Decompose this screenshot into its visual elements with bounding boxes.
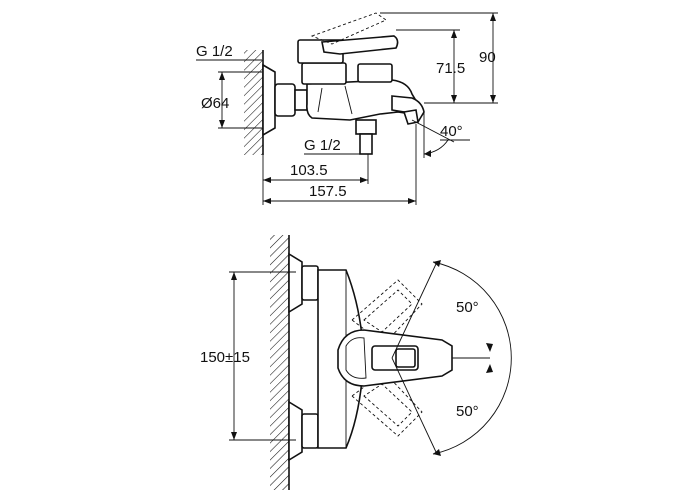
- dim-71-arrow-bottom: [451, 95, 457, 103]
- lever-raised-dashed: [310, 12, 387, 45]
- arc-arrow-bottom: [433, 449, 441, 456]
- thread-bottom-label: G 1/2: [304, 137, 341, 154]
- dim-71-arrow-top: [451, 30, 457, 38]
- bottom-outlet-tip: [359, 133, 373, 155]
- connector: [294, 89, 308, 111]
- rotation-arc: [432, 261, 512, 455]
- lever: [321, 35, 399, 55]
- dim-103-arrow-right: [360, 177, 368, 183]
- dim-103-arrow-left: [263, 177, 271, 183]
- spout-angle-line: [411, 119, 455, 143]
- height-total-label: 90: [479, 49, 496, 66]
- bottom-flange: [288, 400, 303, 462]
- lever-stop: [357, 63, 393, 83]
- front-view: 50° 50° 150±15: [200, 235, 512, 490]
- dim-90-arrow-top: [490, 13, 496, 21]
- thread-top-label: G 1/2: [196, 43, 233, 60]
- angle-up-label: 50°: [456, 299, 479, 316]
- center-arrow-bottom: [231, 432, 237, 440]
- height-lever-label: 71.5: [436, 60, 465, 77]
- lever-up-dashed: [351, 279, 423, 345]
- dim-90-arrow-bottom: [490, 95, 496, 103]
- cartridge-cap: [301, 62, 347, 85]
- top-flange: [288, 252, 303, 314]
- mixer-body: [306, 79, 419, 121]
- dim-157-arrow-left: [263, 198, 271, 204]
- bottom-outlet: [355, 119, 377, 135]
- center-distance-label: 150±15: [200, 349, 250, 366]
- wall-hatch-front: [270, 235, 289, 490]
- depth-short-label: 103.5: [290, 162, 328, 179]
- wall-hatch-side: [244, 50, 263, 155]
- angle-ray-up: [391, 263, 437, 359]
- angle-down-label: 50°: [456, 403, 479, 420]
- bottom-nut: [301, 413, 319, 449]
- diameter-arrow-top: [219, 72, 225, 80]
- top-nut: [301, 265, 319, 301]
- handle-button-inner: [395, 348, 416, 368]
- side-view: G 1/2 Ø64 G 1/2 71.5 90 40°: [196, 12, 498, 205]
- diameter-arrow-bottom: [219, 120, 225, 128]
- front-handle-inner: [345, 337, 367, 379]
- depth-total-label: 157.5: [309, 183, 347, 200]
- dim-157-arrow-right: [408, 198, 416, 204]
- body-inner-line: [317, 85, 353, 115]
- arc-arrow-mid-up: [486, 343, 493, 352]
- spout-tip: [402, 109, 419, 125]
- wall-flange: [262, 63, 276, 137]
- spout-angle-label: 40°: [440, 123, 463, 140]
- spout-angle-arc: [423, 139, 449, 155]
- hex-nut: [274, 83, 296, 117]
- lever-down-dashed: [351, 371, 423, 437]
- arc-arrow-top: [433, 260, 441, 267]
- spout-angle-arrow: [424, 150, 431, 157]
- diameter-label: Ø64: [201, 95, 229, 112]
- center-arrow-top: [231, 272, 237, 280]
- arc-arrow-mid-down: [486, 364, 493, 373]
- angle-ray-down: [391, 357, 437, 453]
